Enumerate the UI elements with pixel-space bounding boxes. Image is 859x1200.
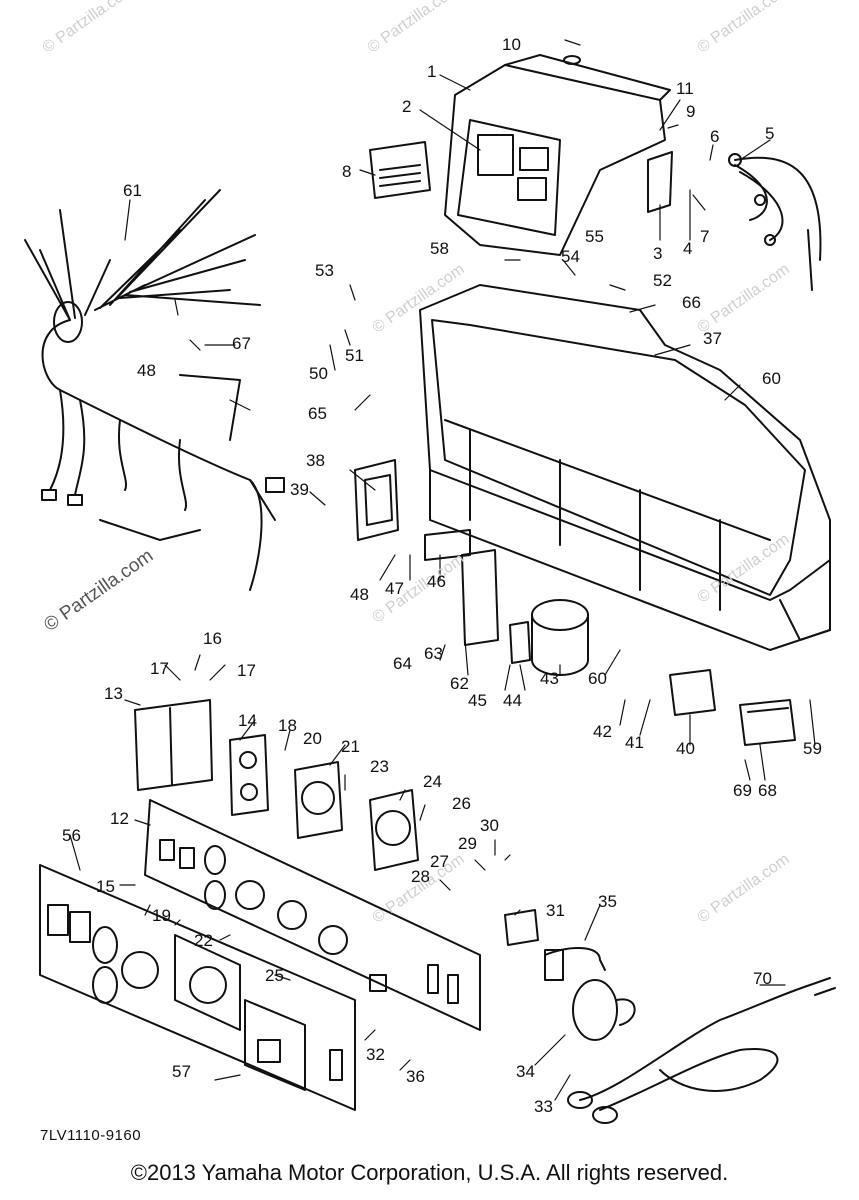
- callout-29: 29: [458, 834, 477, 853]
- receptacle-18: [229, 734, 269, 816]
- callout-36: 36: [406, 1067, 425, 1086]
- receptacle-21: [294, 761, 343, 839]
- callout-15: 15: [96, 877, 115, 896]
- callout-19: 19: [152, 906, 171, 925]
- callout-41: 41: [625, 733, 644, 752]
- callout-46: 46: [427, 572, 446, 591]
- callout-37: 37: [703, 329, 722, 348]
- callout-68: 68: [758, 781, 777, 800]
- callout-28: 28: [411, 867, 430, 886]
- callout-2: 2: [402, 97, 412, 116]
- callout-42: 42: [593, 722, 612, 741]
- diagram-part-number: 7LV1110-9160: [40, 1127, 142, 1144]
- control-panel: [144, 799, 481, 1031]
- callout-59: 59: [803, 739, 822, 758]
- terminal-block: [739, 699, 796, 746]
- callout-44: 44: [503, 691, 522, 710]
- callout-7: 7: [700, 227, 710, 246]
- callout-9: 9: [686, 102, 696, 121]
- callout-43: 43: [540, 669, 559, 688]
- meter-gauge: [369, 141, 431, 199]
- callout-61: 61: [123, 181, 142, 200]
- breaker-13-14: [134, 699, 213, 791]
- callout-4: 4: [683, 239, 693, 258]
- callout-3: 3: [653, 244, 663, 263]
- callout-26: 26: [452, 794, 471, 813]
- callout-34: 34: [516, 1062, 535, 1081]
- callout-10: 10: [502, 35, 521, 54]
- exploded-parts-diagram: [24, 39, 836, 1124]
- callout-55: 55: [585, 227, 604, 246]
- callout-64: 64: [393, 654, 412, 673]
- connector-34: [572, 979, 636, 1041]
- callout-48b: 48: [350, 585, 369, 604]
- callout-6: 6: [710, 127, 720, 146]
- callout-12: 12: [110, 809, 129, 828]
- lamp-harness: [734, 156, 822, 291]
- callout-66: 66: [682, 293, 701, 312]
- callout-40: 40: [676, 739, 695, 758]
- callout-63: 63: [424, 644, 443, 663]
- callout-45: 45: [468, 691, 487, 710]
- callout-51: 51: [345, 346, 364, 365]
- callout-48a: 48: [137, 361, 156, 380]
- callout-1: 1: [427, 62, 437, 81]
- power-cord: [567, 977, 836, 1124]
- callout-39: 39: [290, 480, 309, 499]
- callout-52: 52: [653, 271, 672, 290]
- callout-60b: 60: [588, 669, 607, 688]
- bracket: [647, 151, 673, 213]
- receptacle-24: [369, 789, 419, 871]
- callout-70: 70: [753, 969, 772, 988]
- callout-50: 50: [309, 364, 328, 383]
- callout-21: 21: [341, 737, 360, 756]
- front-panel: [39, 864, 356, 1111]
- callout-53: 53: [315, 261, 334, 280]
- callout-32: 32: [366, 1045, 385, 1064]
- callout-54: 54: [561, 247, 580, 266]
- callout-65: 65: [308, 404, 327, 423]
- callout-56: 56: [62, 826, 81, 845]
- callout-57: 57: [172, 1062, 191, 1081]
- callout-30: 30: [480, 816, 499, 835]
- callout-20: 20: [303, 729, 322, 748]
- callout-62: 62: [450, 674, 469, 693]
- copyright-notice: ©2013 Yamaha Motor Corporation, U.S.A. A…: [130, 1160, 729, 1185]
- callout-8: 8: [342, 162, 352, 181]
- condenser: [531, 599, 589, 676]
- callout-23: 23: [370, 757, 389, 776]
- plate: [461, 549, 499, 646]
- meter-cover: [444, 54, 671, 256]
- callout-25: 25: [265, 966, 284, 985]
- callout-69: 69: [733, 781, 752, 800]
- relay: [669, 669, 716, 716]
- callout-35: 35: [598, 892, 617, 911]
- wire-harness: [24, 189, 285, 591]
- callout-24: 24: [423, 772, 442, 791]
- callout-18: 18: [278, 716, 297, 735]
- callout-67: 67: [232, 334, 251, 353]
- callout-22: 22: [194, 931, 213, 950]
- callout-60a: 60: [762, 369, 781, 388]
- callout-58: 58: [430, 239, 449, 258]
- callout-47: 47: [385, 579, 404, 598]
- callout-31: 31: [546, 901, 565, 920]
- callout-27: 27: [430, 852, 449, 871]
- callout-13: 13: [104, 684, 123, 703]
- callout-17a: 17: [150, 659, 169, 678]
- callout-17b: 17: [237, 661, 256, 680]
- transformer: [354, 459, 399, 541]
- main-frame: [419, 284, 831, 651]
- callout-16: 16: [203, 629, 222, 648]
- callout-5: 5: [765, 124, 775, 143]
- callout-38: 38: [306, 451, 325, 470]
- callout-14: 14: [238, 711, 257, 730]
- callout-11: 11: [676, 79, 694, 98]
- callout-33: 33: [534, 1097, 553, 1116]
